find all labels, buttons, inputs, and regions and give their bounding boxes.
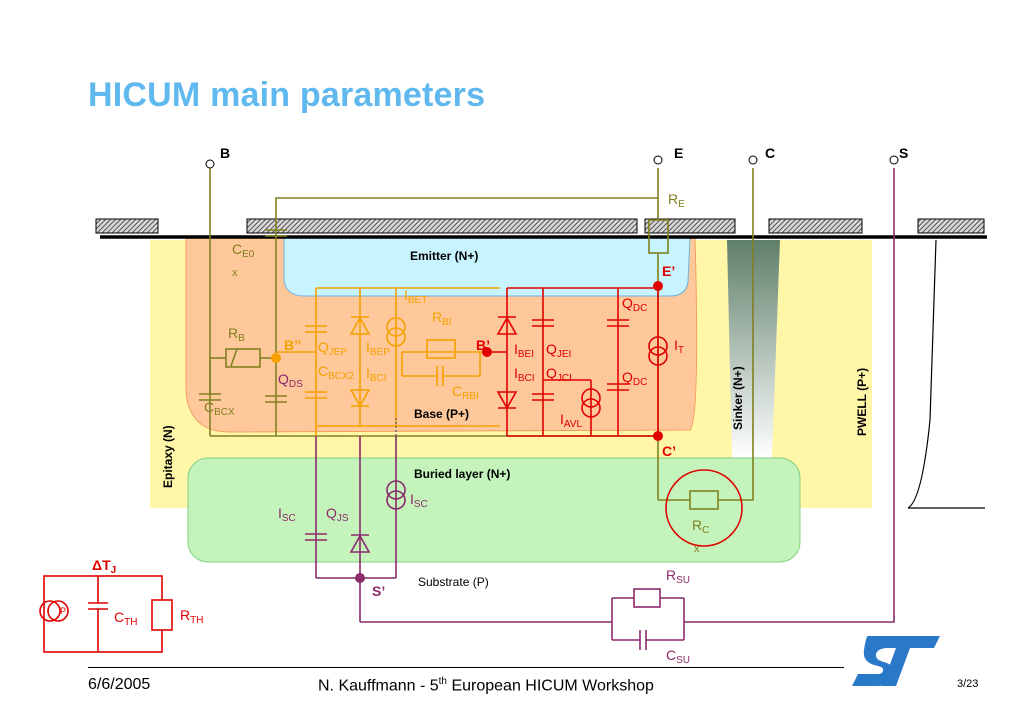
label-rth: RTH: [180, 607, 203, 626]
label-rc: RC: [692, 517, 709, 536]
label-ibci-orange: IBCI: [366, 365, 387, 384]
pwell-depth-curve: [907, 239, 937, 509]
label-qds: QDS: [278, 371, 303, 390]
terminal-c-label: C: [765, 145, 775, 161]
label-crbi: CRBI: [452, 383, 479, 402]
node-labels: B’’ B’ E’ C’ S’: [284, 263, 676, 599]
emitter-region-label: Emitter (N+): [410, 249, 478, 263]
purple-network: [305, 168, 895, 650]
label-cbcx2: CBCX2: [318, 363, 355, 382]
label-qdc-bottom: QDC: [622, 369, 647, 388]
st-logo: [852, 636, 940, 686]
pwell-region: [818, 240, 872, 508]
terminal-s-marker: [889, 155, 899, 165]
label-qjci: QJCI: [546, 365, 572, 384]
node-e-int-dot: [653, 281, 663, 291]
pwell-label: PWELL (P+): [855, 368, 869, 436]
red-network: [487, 287, 743, 547]
thermal-network: [39, 575, 173, 653]
label-re: RE: [668, 191, 685, 210]
label-qdc-top: QDC: [622, 295, 647, 314]
node-b-int2-dot: [271, 353, 281, 363]
label-isc-src: ISC: [410, 491, 428, 510]
label-qjep: QJEP: [318, 339, 348, 358]
label-csu: CSU: [666, 647, 690, 666]
label-rsu: RSU: [666, 567, 690, 586]
sinker-label: Sinker (N+): [731, 366, 745, 430]
node-c-int-label: C’: [662, 443, 676, 459]
node-b-int-label: B’: [476, 337, 490, 353]
oxide-contacts: [95, 218, 987, 239]
label-ibci-red: IBCI: [514, 365, 535, 384]
label-rc-mark: x: [694, 543, 700, 555]
terminal-labels: B E C S: [220, 145, 908, 161]
label-ibei: IBEI: [514, 341, 534, 360]
node-b-int2-label: B’’: [284, 337, 301, 353]
label-p-source: P: [60, 606, 66, 616]
label-it: IT: [674, 337, 684, 356]
epitaxy-label: Epitaxy (N): [161, 425, 175, 488]
label-rb: RB: [228, 325, 245, 344]
terminal-e-marker: [653, 155, 663, 165]
terminal-s-label: S: [899, 145, 908, 161]
label-iavl: IAVL: [560, 411, 582, 430]
node-b-int-dot: [482, 347, 492, 357]
label-ibep: IBEP: [366, 339, 390, 358]
label-qjs: QJS: [326, 505, 349, 524]
region-labels: Emitter (N+) Base (P+) Buried layer (N+)…: [161, 249, 869, 589]
substrate-label: Substrate (P): [418, 575, 489, 589]
label-rbi: RBI: [432, 309, 452, 328]
terminal-e-label: E: [674, 145, 683, 161]
node-s-int-dot: [355, 573, 365, 583]
emitter-region: [283, 237, 691, 297]
node-e-int-label: E’: [662, 263, 675, 279]
buried-layer-label: Buried layer (N+): [414, 467, 510, 481]
label-ce0-mark: x: [232, 267, 238, 279]
node-s-int-label: S’: [372, 583, 385, 599]
label-ce0: CE0: [232, 241, 255, 260]
component-labels: CE0 x RB CBCX RE RC x QDS QJEP IBEP IBET…: [60, 191, 709, 666]
footer-divider: [88, 667, 844, 668]
slide-title: HICUM main parameters: [88, 76, 486, 114]
terminal-c-marker: [748, 155, 758, 165]
footer-presenter-suffix: European HICUM Workshop: [447, 677, 654, 695]
label-qjei: QJEI: [546, 341, 571, 360]
footer-date: 6/6/2005: [88, 676, 151, 693]
buried-layer-region: [187, 457, 801, 563]
terminal-markers: [205, 155, 899, 169]
label-isc-cap: ISC: [278, 505, 296, 524]
label-delta-tj: ΔTJ: [92, 557, 116, 576]
node-c-int-dot: [653, 431, 663, 441]
footer-presenter-sup: th: [438, 676, 447, 687]
node-dots: [271, 281, 663, 583]
label-cth: CTH: [114, 609, 137, 628]
footer-presenter-prefix: N. Kauffmann - 5: [318, 677, 439, 695]
terminal-b-marker: [205, 159, 215, 169]
label-ibet: IBET: [404, 287, 427, 306]
orange-network: [276, 287, 500, 436]
footer-page-number: 3/23: [957, 678, 979, 690]
base-region-label: Base (P+): [414, 407, 469, 421]
label-cbcx: CBCX: [204, 399, 235, 418]
cross-section-regions: [150, 237, 985, 563]
footer-presenter: N. Kauffmann - 5th European HICUM Worksh…: [318, 676, 654, 695]
terminal-b-label: B: [220, 145, 230, 161]
